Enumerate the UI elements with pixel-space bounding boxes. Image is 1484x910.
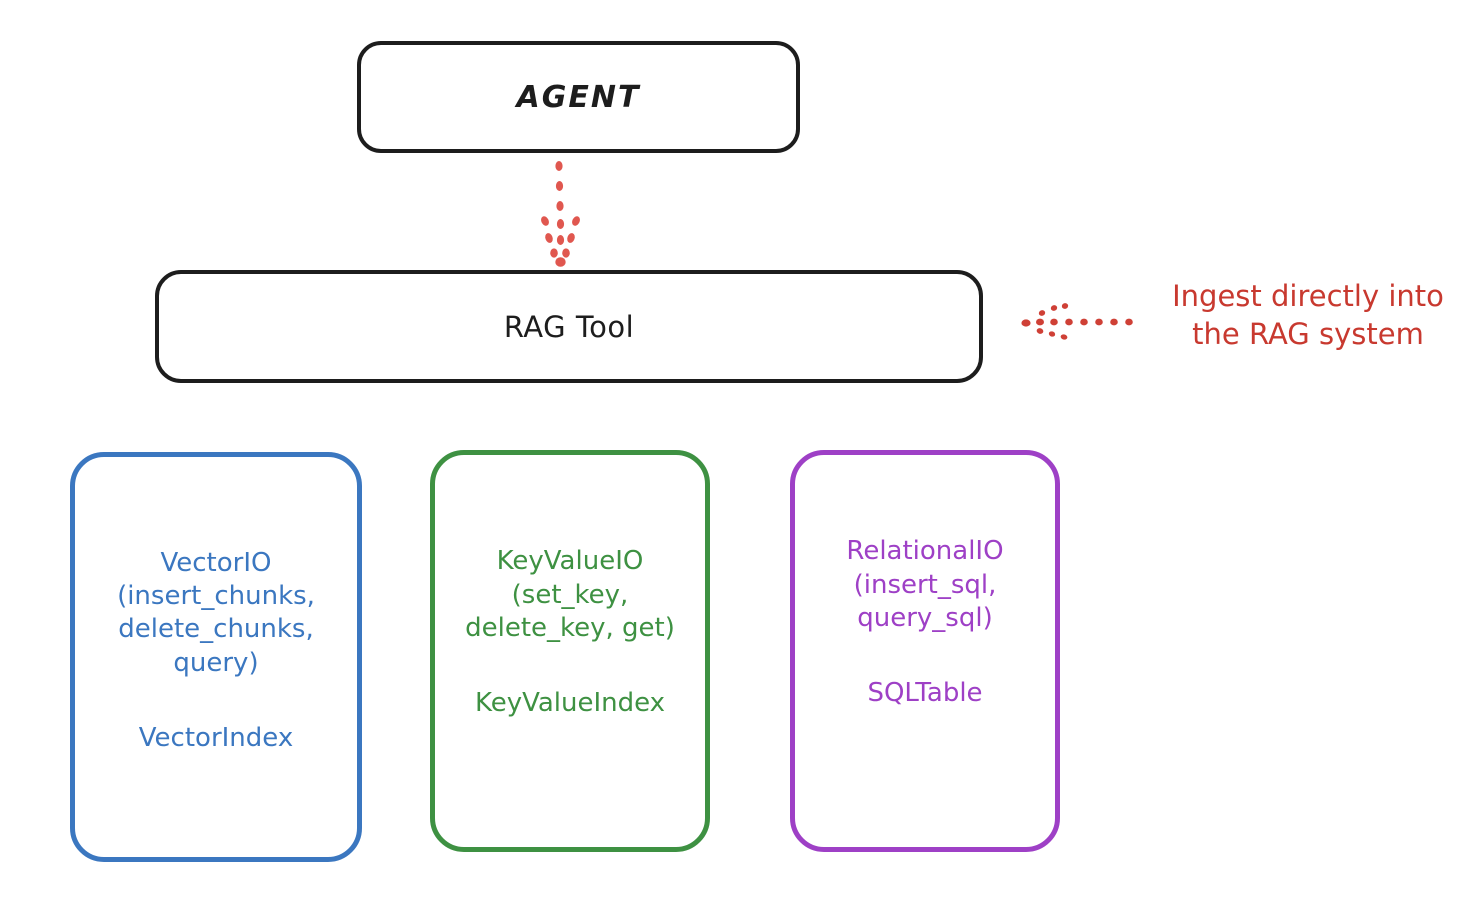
ingest-dotted-arrow-icon (1021, 303, 1133, 340)
key-value-io-title: KeyValueIO (set_key, delete_key, get) (465, 546, 675, 643)
agent-node[interactable]: AGENT (357, 41, 800, 153)
agent-to-rag-dotted-arrow-icon (541, 161, 580, 267)
vector-io-card[interactable]: VectorIO (insert_chunks, delete_chunks, … (70, 452, 362, 862)
ingest-annotation-text: Ingest directly into the RAG system (1172, 279, 1444, 351)
key-value-io-card[interactable]: KeyValueIO (set_key, delete_key, get) Ke… (430, 450, 710, 852)
rag-tool-label: RAG Tool (503, 309, 635, 344)
relational-io-card[interactable]: RelationalIO (insert_sql, query_sql) SQL… (790, 450, 1060, 852)
agent-label: AGENT (516, 79, 641, 115)
vector-index-label: VectorIndex (138, 722, 294, 753)
key-value-index-label: KeyValueIndex (474, 688, 666, 719)
rag-tool-node[interactable]: RAG Tool (155, 270, 983, 383)
relational-io-title: RelationalIO (insert_sql, query_sql) (846, 536, 1004, 633)
vector-io-title: VectorIO (insert_chunks, delete_chunks, … (117, 547, 315, 678)
sql-table-label: SQLTable (867, 678, 983, 709)
